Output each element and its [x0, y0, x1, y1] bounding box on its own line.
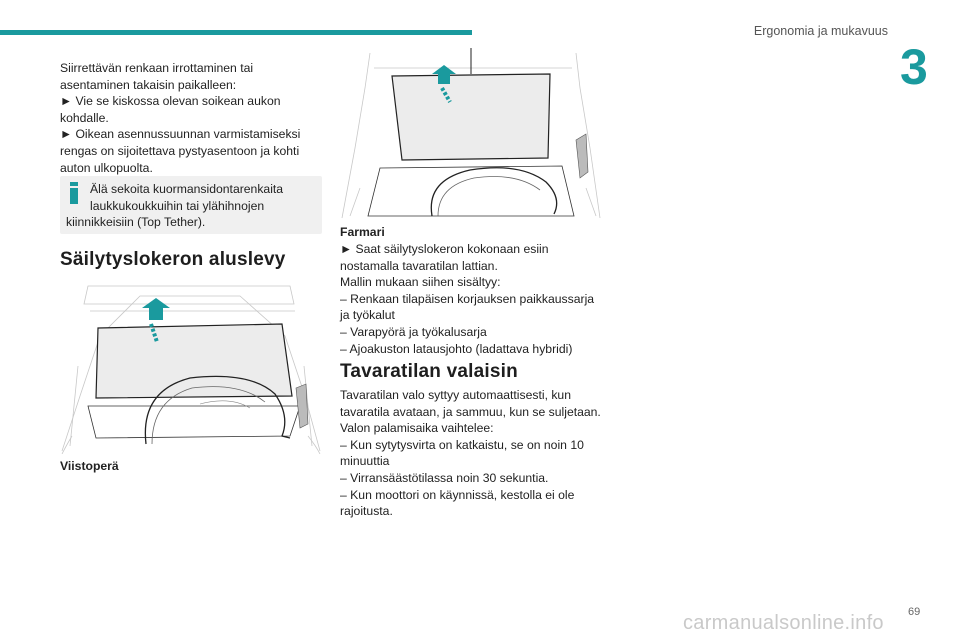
- tire-instructions: Siirrettävän renkaan irrottaminen tai as…: [60, 60, 322, 176]
- text-line: – Varapyörä ja työkalusarja: [340, 324, 487, 339]
- text-line: Tavaratilan valo syttyy automaattisesti,…: [340, 388, 571, 402]
- caption-hatchback: Viistoperä: [60, 459, 119, 473]
- text-line: asentaminen takaisin paikalleen:: [60, 77, 237, 92]
- storage-instructions: ► Saat säilytyslokeron kokonaan esiin no…: [340, 241, 606, 357]
- text-line: – Virransäästötilassa noin 30 sekuntia.: [340, 470, 549, 485]
- heading-storage-floor: Säilytyslokeron aluslevy: [60, 249, 286, 270]
- header-accent-bar: [0, 30, 472, 35]
- text-line: ja työkalut: [340, 308, 395, 323]
- text-line: – Renkaan tilapäisen korjauksen paikkaus…: [340, 291, 595, 306]
- text-line: ► Saat säilytyslokeron kokonaan esiin: [340, 242, 549, 256]
- note-line: laukkukoukkuihin tai ylähihnojen: [90, 198, 265, 213]
- text-line: rengas on sijoitettava pystyasentoon ja …: [60, 143, 300, 158]
- watermark: carmanualsonline.info: [683, 612, 884, 634]
- text-line: Valon palamisaika vaihtelee:: [340, 421, 494, 436]
- text-line: tavaratila avataan, ja sammuu, kun se su…: [340, 404, 601, 419]
- trunk-light-text: Tavaratilan valo syttyy automaattisesti,…: [340, 387, 606, 520]
- trunk-illustration-hatchback: [61, 285, 321, 454]
- note-text: Älä sekoita kuormansidontarenkaita laukk…: [66, 181, 316, 231]
- text-line: – Kun sytytysvirta on katkaistu, se on n…: [340, 437, 584, 452]
- text-line: – Kun moottori on käynnissä, kestolla ei…: [340, 487, 575, 502]
- text-line: rajoitusta.: [340, 504, 393, 519]
- text-line: nostamalla tavaratilan lattian.: [340, 258, 498, 273]
- text-line: Mallin mukaan siihen sisältyy:: [340, 275, 501, 290]
- text-line: kohdalle.: [60, 110, 109, 125]
- note-line: kiinnikkeisiin (Top Tether).: [66, 215, 206, 230]
- trunk-illustration-estate: [341, 48, 601, 219]
- page-number: 69: [908, 606, 921, 618]
- text-line: ► Vie se kiskossa olevan soikean aukon: [60, 94, 281, 109]
- text-line: auton ulkopuolta.: [60, 160, 153, 175]
- heading-trunk-light: Tavaratilan valaisin: [340, 361, 518, 382]
- chapter-number: 3: [900, 39, 928, 95]
- info-icon: [70, 182, 78, 204]
- caption-estate: Farmari: [340, 225, 385, 239]
- section-title: Ergonomia ja mukavuus: [753, 24, 888, 38]
- text-line: minuuttia: [340, 454, 390, 469]
- text-line: ► Oikean asennussuunnan varmistamiseksi: [60, 127, 301, 142]
- text-line: Siirrettävän renkaan irrottaminen tai: [60, 61, 254, 75]
- text-line: – Ajoakuston latausjohto (ladattava hybr…: [340, 341, 573, 356]
- note-line: Älä sekoita kuormansidontarenkaita: [90, 182, 284, 196]
- info-note: Älä sekoita kuormansidontarenkaita laukk…: [60, 176, 322, 234]
